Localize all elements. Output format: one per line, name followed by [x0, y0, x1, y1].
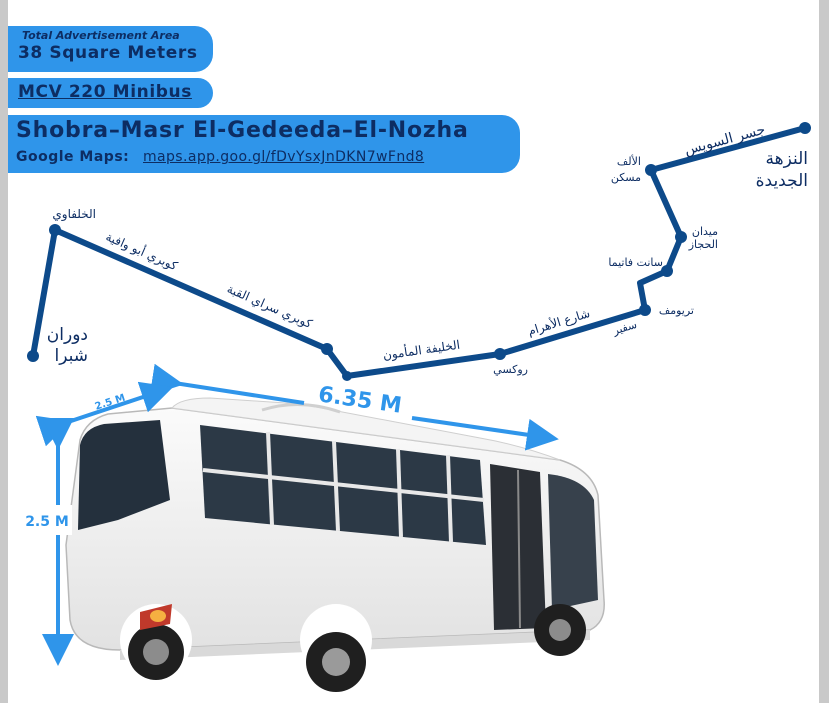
stop-label-nozha-line1: النزهة	[766, 149, 809, 169]
stop-dot-khalifa-mamoun	[342, 371, 352, 381]
bus-model[interactable]: MCV 220 Minibus	[18, 82, 192, 102]
bus-illustration	[65, 397, 605, 692]
stop-label-dawaran-line1: دوران	[47, 325, 88, 345]
stop-label-roxy: روكسي	[493, 363, 528, 376]
length-arrow-right	[411, 416, 559, 451]
stop-label-hegaz-line2: الحجاز	[688, 238, 718, 251]
route-title: Shobra–Masr El-Gedeeda–El-Nozha	[16, 118, 469, 143]
stop-dot-alf-maskan	[645, 164, 657, 176]
stop-dot-saray-qubba	[321, 343, 333, 355]
stop-dot-nozha-gedida	[799, 122, 811, 134]
stop-label-saint-fatima: سانت فاتيما	[608, 256, 663, 269]
route-pill: Shobra–Masr El-Gedeeda–El-Nozha Google M…	[8, 115, 520, 173]
segment-label-suez-bridge: جسر السويس	[683, 122, 767, 159]
stop-label-nozha-line2: الجديدة	[756, 171, 808, 191]
stop-label-hegaz-line1: ميدان	[692, 225, 718, 238]
maps-link[interactable]: maps.app.goo.gl/fDvYsxJnDKN7wFnd8	[143, 149, 425, 165]
length-arrow	[149, 363, 305, 405]
stop-dot-hegaz-square	[675, 231, 687, 243]
ad-area-value: 38 Square Meters	[18, 43, 198, 63]
stop-dot-dawaran-shubra	[27, 350, 39, 362]
ad-area-pill: Total Advertisement Area 38 Square Meter…	[8, 26, 213, 72]
stop-dot-saint-fatima	[661, 265, 673, 277]
stop-label-khalafawy: الخلفاوي	[52, 207, 96, 222]
stop-label-alf-line2: مسكن	[611, 171, 641, 184]
stop-dot-roxy	[494, 348, 506, 360]
maps-label: Google Maps:	[16, 149, 130, 165]
right-frame-border	[819, 0, 829, 703]
stop-label-alf-line1: الألف	[617, 154, 641, 168]
stop-label-trianon: تريومف	[659, 304, 694, 317]
stop-label-dawaran-line2: شبرا	[55, 346, 88, 366]
stop-dot-khalafawy	[49, 224, 61, 236]
stop-dot-trianon	[639, 304, 651, 316]
height-label: 2.5 M	[25, 514, 69, 530]
bus-model-pill: MCV 220 Minibus	[8, 78, 213, 108]
ad-area-title: Total Advertisement Area	[22, 29, 180, 42]
left-frame-border	[0, 0, 8, 703]
